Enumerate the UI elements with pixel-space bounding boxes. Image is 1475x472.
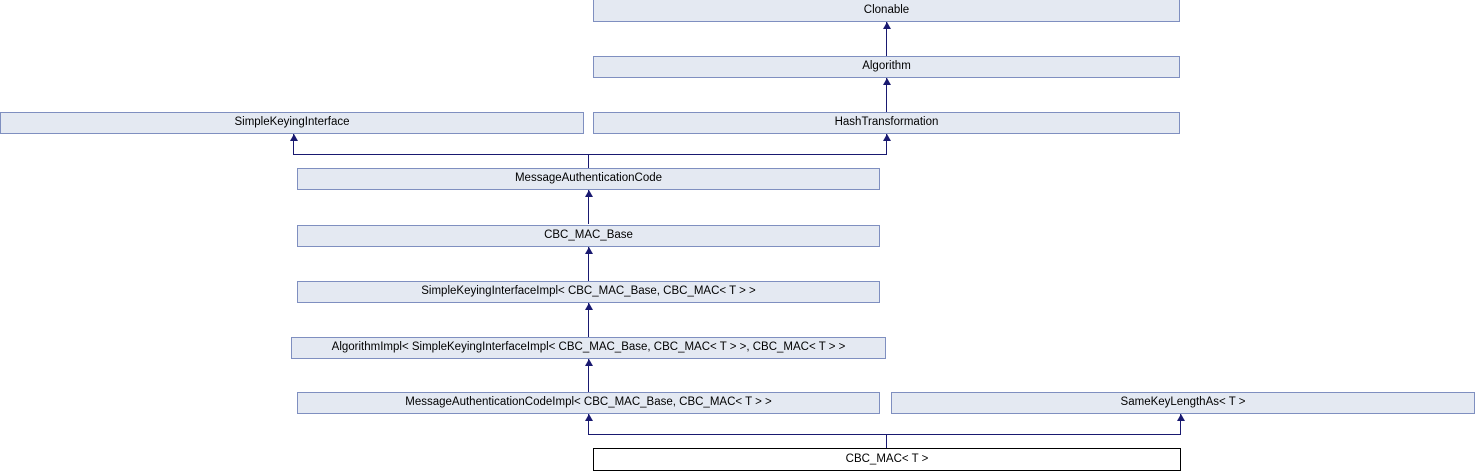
arrowhead-skii-to-cbcmacbase [585, 247, 593, 254]
node-cbc-mac-label: CBC_MAC< T > [845, 452, 929, 465]
node-hash-transformation[interactable]: HashTransformation [593, 112, 1180, 134]
node-algorithm[interactable]: Algorithm [593, 56, 1180, 78]
node-simple-keying-interface[interactable]: SimpleKeyingInterface [0, 112, 584, 134]
edge-hashtransformation-to-algorithm [886, 78, 887, 112]
edge-bus-mac-parents [293, 154, 887, 155]
node-simple-keying-interface-impl-label: SimpleKeyingInterfaceImpl< CBC_MAC_Base,… [421, 285, 756, 298]
node-clonable[interactable]: Clonable [593, 0, 1180, 22]
edge-mac-to-simplekeyinginterface [293, 134, 294, 154]
edge-mac-to-hashtransformation [886, 134, 887, 154]
node-simple-keying-interface-label: SimpleKeyingInterface [234, 116, 350, 129]
edge-algorithm-to-clonable [886, 22, 887, 56]
node-simple-keying-interface-impl[interactable]: SimpleKeyingInterfaceImpl< CBC_MAC_Base,… [297, 281, 880, 303]
node-same-key-length-as-label: SameKeyLengthAs< T > [1120, 396, 1246, 409]
edge-bus-cbcmac-stem [886, 434, 887, 448]
node-algorithm-impl-label: AlgorithmImpl< SimpleKeyingInterfaceImpl… [331, 341, 846, 354]
node-algorithm-impl[interactable]: AlgorithmImpl< SimpleKeyingInterfaceImpl… [291, 337, 886, 359]
node-algorithm-label: Algorithm [862, 60, 911, 73]
node-message-authentication-code[interactable]: MessageAuthenticationCode [297, 168, 880, 190]
arrowhead-algorithmimpl-to-skii [585, 303, 593, 310]
arrowhead-mac-to-hashtransformation [883, 134, 891, 141]
arrowhead-hashtransformation-to-algorithm [883, 78, 891, 85]
node-message-authentication-code-impl[interactable]: MessageAuthenticationCodeImpl< CBC_MAC_B… [297, 392, 880, 414]
edge-macimpl-to-algorithmimpl [588, 359, 589, 393]
node-message-authentication-code-impl-label: MessageAuthenticationCodeImpl< CBC_MAC_B… [405, 396, 772, 409]
node-message-authentication-code-label: MessageAuthenticationCode [514, 172, 663, 185]
edge-cbcmac-to-samekeylengthas [1180, 414, 1181, 434]
edge-bus-mac-stem [588, 154, 589, 168]
node-cbc-mac-base[interactable]: CBC_MAC_Base [297, 225, 880, 247]
edge-cbcmacbase-to-mac [588, 190, 589, 224]
arrowhead-cbcmac-to-samekeylengthas [1177, 414, 1185, 421]
arrowhead-cbcmacbase-to-mac [585, 190, 593, 197]
node-cbc-mac[interactable]: CBC_MAC< T > [593, 448, 1181, 471]
arrowhead-algorithm-to-clonable [883, 22, 891, 29]
edge-cbcmac-to-macimpl [588, 414, 589, 434]
node-hash-transformation-label: HashTransformation [834, 116, 939, 129]
arrowhead-macimpl-to-algorithmimpl [585, 359, 593, 366]
arrowhead-cbcmac-to-macimpl [585, 414, 593, 421]
node-cbc-mac-base-label: CBC_MAC_Base [544, 229, 633, 242]
edge-bus-cbcmac-parents [588, 434, 1181, 435]
node-same-key-length-as[interactable]: SameKeyLengthAs< T > [891, 392, 1475, 414]
arrowhead-mac-to-simplekeyinginterface [290, 134, 298, 141]
edge-algorithmimpl-to-skii [588, 303, 589, 337]
node-clonable-label: Clonable [863, 3, 910, 16]
edge-skii-to-cbcmacbase [588, 247, 589, 281]
